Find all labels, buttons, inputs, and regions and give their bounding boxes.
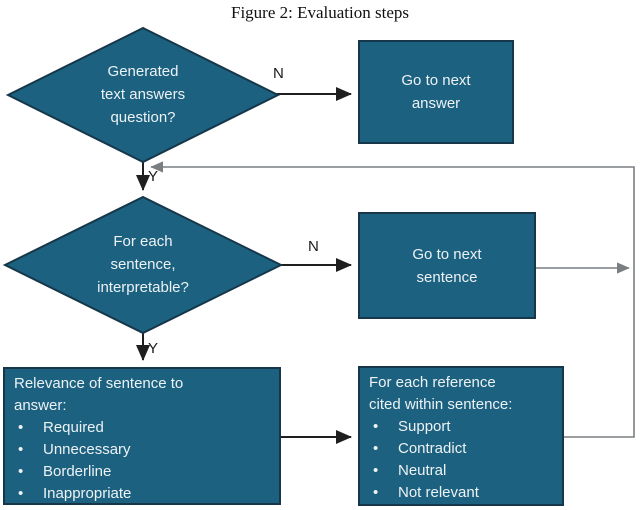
figure-caption: Figure 2: Evaluation steps — [230, 3, 409, 22]
bullet-icon: • — [373, 484, 379, 501]
bullet-icon: • — [18, 419, 24, 436]
process-references: For each reference cited within sentence… — [358, 366, 564, 506]
list-item: •Required — [14, 417, 269, 439]
references-options: •Support •Contradict •Neutral •Not relev… — [369, 416, 552, 504]
decision-interpretable-text: For each sentence, interpretable? — [97, 233, 189, 296]
relevance-heading: answer: — [14, 397, 67, 414]
decision-generated-text-shape — [5, 26, 281, 164]
decision-interpretable-shape — [2, 195, 284, 335]
diamond-shape — [2, 195, 284, 335]
list-item: •Support — [369, 416, 552, 438]
process-next-sentence: Go to next sentence — [358, 212, 536, 319]
relevance-heading: Relevance of sentence to — [14, 375, 184, 392]
bullet-icon: • — [373, 418, 379, 435]
diamond-shape — [5, 26, 281, 164]
bullet-icon: • — [18, 485, 24, 502]
list-item: •Not relevant — [369, 482, 552, 504]
bullet-icon: • — [373, 440, 379, 457]
references-heading: cited within sentence: — [369, 396, 513, 413]
list-item: •Inappropriate — [14, 483, 269, 505]
references-heading: For each reference — [369, 374, 496, 391]
bullet-icon: • — [18, 463, 24, 480]
edge-label-yes-1: Y — [148, 168, 159, 185]
list-item: •Unnecessary — [14, 439, 269, 461]
process-relevance: Relevance of sentence to answer: •Requir… — [3, 367, 281, 505]
edge-label-no-2: N — [308, 238, 319, 255]
edge-label-yes-2: Y — [148, 340, 159, 357]
edge-label-no-1: N — [273, 65, 284, 82]
bullet-icon: • — [18, 441, 24, 458]
bullet-icon: • — [373, 462, 379, 479]
list-item: •Neutral — [369, 460, 552, 482]
list-item: •Borderline — [14, 461, 269, 483]
relevance-options: •Required •Unnecessary •Borderline •Inap… — [14, 417, 269, 505]
process-next-answer: Go to next answer — [358, 40, 514, 144]
list-item: •Contradict — [369, 438, 552, 460]
decision-generated-text: Generated text answers question? — [100, 63, 186, 126]
